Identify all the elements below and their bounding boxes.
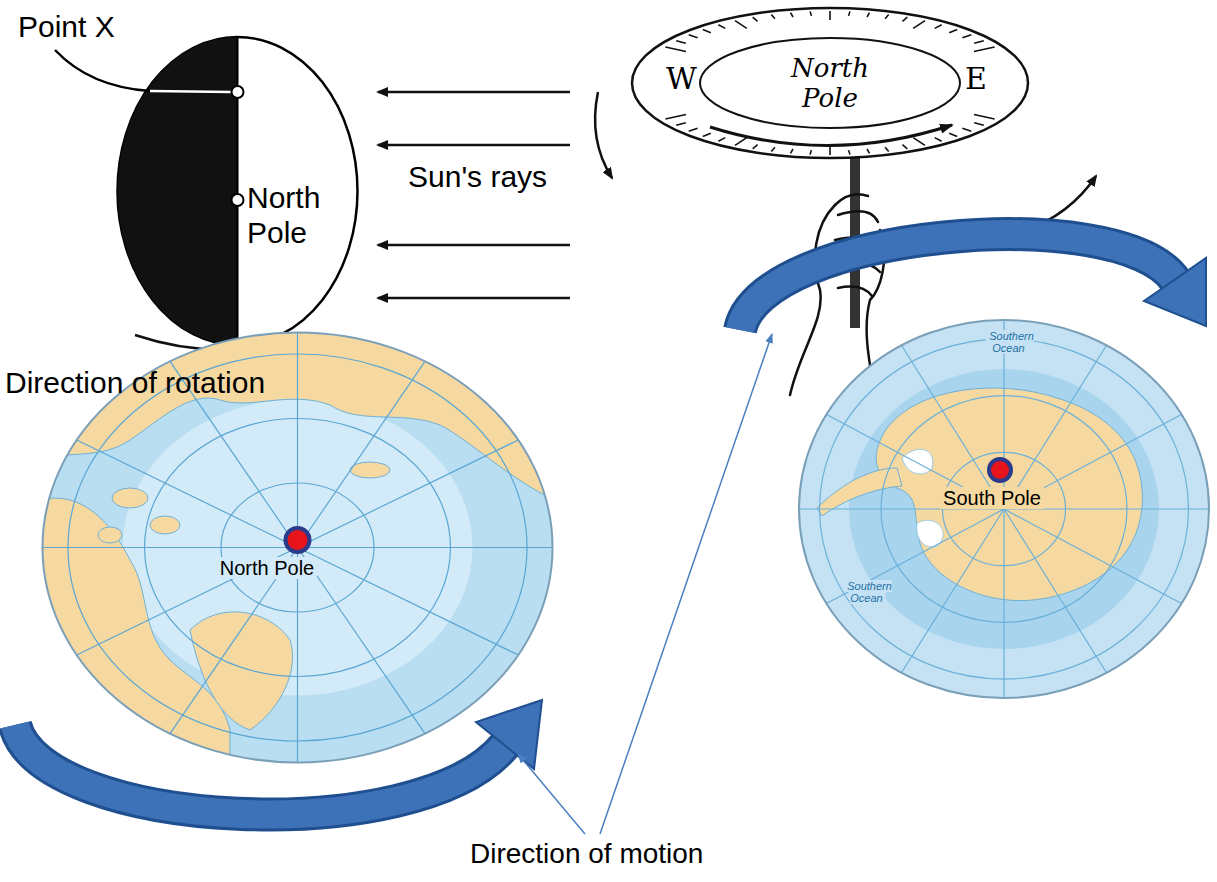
- rays-label: Sun's rays: [408, 160, 548, 194]
- rotation-label: Direction of rotation: [5, 366, 365, 400]
- leader-line: [55, 50, 150, 91]
- point-label: Point X: [18, 10, 178, 44]
- pole-label: North Pole: [212, 556, 322, 580]
- pole-label-text: North Pole: [247, 181, 320, 249]
- globe: North Pole: [115, 35, 360, 347]
- point-label-text: Point X: [18, 10, 115, 43]
- pole-label-text: North Pole: [217, 557, 318, 579]
- direction-letter-text: W: [666, 61, 697, 96]
- pole-dot: [989, 459, 1011, 481]
- pole-label: South Pole: [937, 486, 1047, 510]
- pole-label: North Pole: [247, 180, 357, 250]
- motion-label-text: Direction of motion: [470, 838, 703, 869]
- direction-letter: W: [666, 61, 706, 97]
- leader-line: [600, 334, 772, 834]
- sun-ray-arrow: [378, 144, 570, 147]
- spin-arrow: [595, 92, 612, 178]
- sun-ray-arrow: [378, 244, 570, 247]
- leader-line: [518, 754, 585, 834]
- ocean-label-text: Southern Ocean: [844, 580, 892, 604]
- compass-dial: W North Pole E: [630, 5, 1030, 165]
- ocean-label-text: Southern Ocean: [986, 330, 1034, 354]
- leader-line: [150, 91, 231, 92]
- motion-label: Direction of motion: [470, 838, 790, 870]
- motion-arrow: [740, 234, 1206, 330]
- ocean-label: Southern Ocean: [837, 580, 899, 604]
- pole-dot: [232, 194, 244, 206]
- south-polar-map: [797, 318, 1211, 700]
- direction-letter-text: E: [965, 61, 987, 96]
- land: [797, 388, 1142, 601]
- rays-label-text: Sun's rays: [408, 160, 547, 193]
- pole-label-text: North Pole: [791, 53, 869, 113]
- south-polar-map: Southern OceanSouth PoleSouthern Ocean: [797, 318, 1211, 700]
- pole-label-text: South Pole: [940, 487, 1044, 509]
- ice-shelf: [902, 449, 943, 547]
- point-dot: [232, 86, 244, 98]
- ocean-label: Southern Ocean: [979, 330, 1041, 354]
- globe-shape: [115, 35, 360, 347]
- graticule: [799, 320, 1209, 698]
- pole-label: North Pole: [770, 53, 890, 113]
- pole-dot: [286, 528, 310, 552]
- sun-ray-arrow: [378, 297, 570, 300]
- rotation-label-text: Direction of rotation: [5, 366, 265, 399]
- direction-letter: E: [965, 61, 1005, 97]
- sun-ray-arrow: [378, 91, 570, 94]
- dial-arrow: [710, 125, 952, 146]
- dial-ticks: [665, 11, 994, 155]
- sun-ray-arrows: [378, 92, 570, 298]
